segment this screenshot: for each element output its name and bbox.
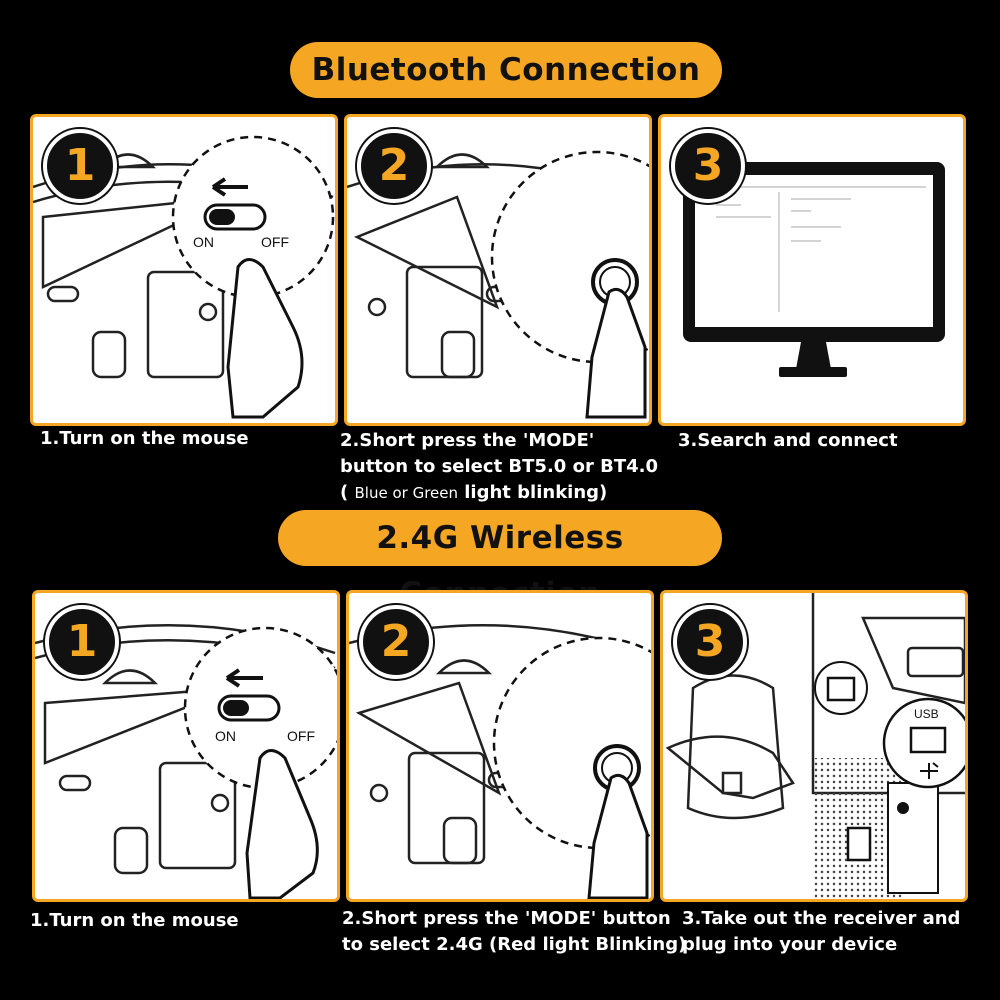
- bt-step2-badge: 2: [357, 129, 431, 203]
- wl-step2-caption-line1: 2.Short press the 'MODE' button: [342, 908, 671, 929]
- bt-step1-badge: 1: [43, 129, 117, 203]
- bt-step2-illustration: [347, 150, 649, 419]
- bt-step1-off-label: OFF: [261, 234, 289, 250]
- wl-step1-panel: ON OFF 1: [32, 590, 340, 902]
- bt-step3-illustration: [683, 162, 945, 377]
- bt-step2-caption: 2.Short press the 'MODE' button to selec…: [340, 428, 658, 506]
- bt-step1-caption: 1.Turn on the mouse: [40, 428, 249, 449]
- bt-step3-caption: 3.Search and connect: [678, 430, 898, 451]
- bt-step1-panel: ON OFF 1: [30, 114, 338, 426]
- wl-step2-badge: 2: [359, 605, 433, 679]
- wl-step3-caption-line2: plug into your device: [682, 934, 898, 955]
- bt-step2-panel: 2: [344, 114, 652, 426]
- wl-step3-caption-line1: 3.Take out the receiver and: [682, 908, 961, 929]
- wl-step2-caption: 2.Short press the 'MODE' button to selec…: [342, 906, 686, 958]
- bt-step2-caption-line3: ( Blue or Green light blinking): [340, 482, 608, 503]
- wl-step1-off-label: OFF: [287, 728, 315, 744]
- bt-step3-badge: 3: [671, 129, 745, 203]
- wl-step3-usb-label: USB: [914, 707, 939, 721]
- bt-step2-caption-line2: button to select BT5.0 or BT4.0: [340, 456, 658, 477]
- wl-step1-on-label: ON: [215, 728, 236, 744]
- wireless-section-title: 2.4G Wireless Connection: [278, 510, 722, 612]
- wl-step3-badge: 3: [673, 605, 747, 679]
- bt-step1-illustration: ON OFF: [33, 135, 335, 419]
- wl-step2-panel: 2: [346, 590, 654, 902]
- bt-step2-caption-line1: 2.Short press the 'MODE': [340, 430, 595, 451]
- bt-step1-on-label: ON: [193, 234, 214, 250]
- bt-step3-panel: 3: [658, 114, 966, 426]
- wl-step2-caption-line2: to select 2.4G (Red light Blinking): [342, 934, 687, 955]
- wl-step3-illustration: USB: [665, 593, 965, 898]
- wl-step1-caption: 1.Turn on the mouse: [30, 910, 239, 931]
- wl-step2-illustration: [349, 623, 651, 899]
- wl-step3-caption: 3.Take out the receiver and plug into yo…: [682, 906, 960, 958]
- bt-step2-caption-colors: Blue or Green: [354, 484, 459, 502]
- wl-step3-panel: USB 3: [660, 590, 968, 902]
- bluetooth-section-title: Bluetooth Connection: [290, 42, 722, 98]
- wl-step1-badge: 1: [45, 605, 119, 679]
